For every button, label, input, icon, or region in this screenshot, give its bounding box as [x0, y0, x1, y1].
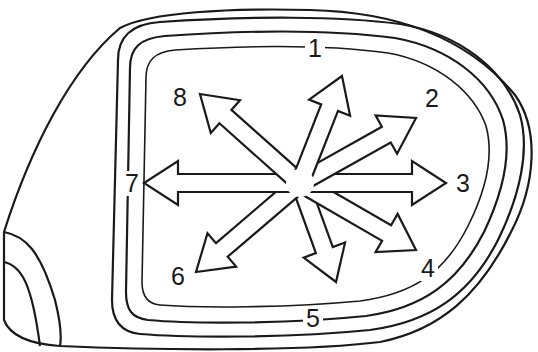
- housing-seam: [4, 262, 40, 346]
- mirror-frame: [112, 18, 524, 337]
- direction-arrow: [295, 76, 350, 177]
- housing-seam: [4, 232, 61, 346]
- callout-number: 4: [418, 256, 438, 281]
- callout-number: 6: [168, 264, 188, 289]
- mirror-inner-line: [142, 47, 489, 307]
- mirror-glass-edge: [126, 32, 507, 323]
- direction-arrow: [200, 94, 299, 183]
- direction-arrow: [196, 183, 298, 272]
- callout-number: 3: [453, 171, 473, 196]
- callout-number: 5: [303, 306, 323, 331]
- mirror-housing: [4, 10, 532, 350]
- callout-number: 1: [305, 36, 325, 61]
- callout-number: 8: [170, 85, 190, 110]
- callout-number: 7: [122, 171, 142, 196]
- arrow-hub: [286, 169, 314, 197]
- callout-number: 2: [422, 86, 442, 111]
